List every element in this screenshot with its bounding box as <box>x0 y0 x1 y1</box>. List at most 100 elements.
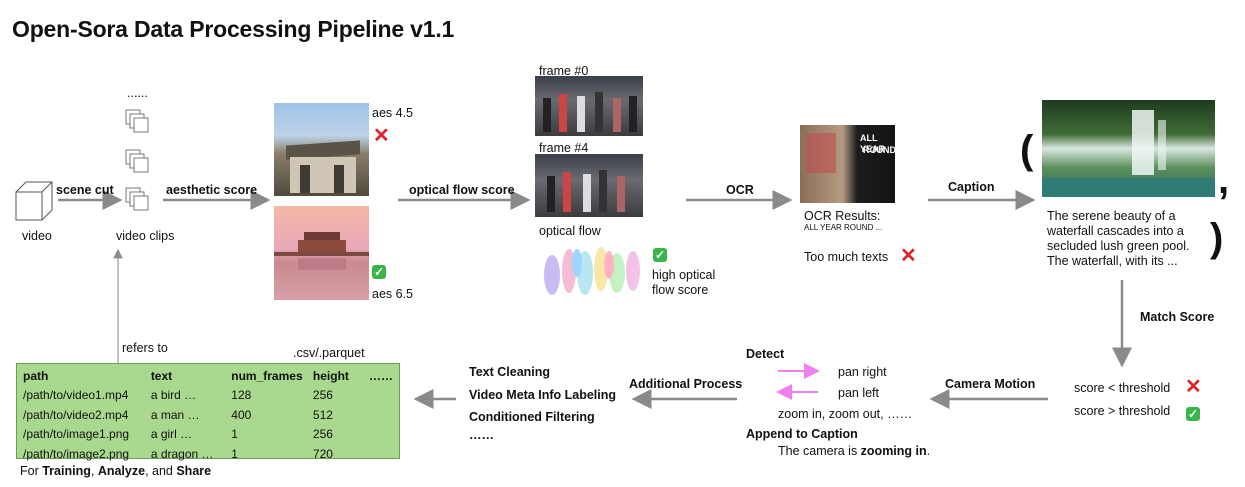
ocr-sign-line1: ALL YEAR <box>860 133 886 154</box>
paren-close: ) <box>1210 216 1224 260</box>
table-header-row: path text num_frames height …… <box>19 366 397 386</box>
score-reject-x-icon: ✕ <box>1185 376 1202 398</box>
col-height: height <box>312 368 349 383</box>
paren-comma: , <box>1218 158 1230 202</box>
table-row: /path/to/image1.png a girl … 1 256 <box>19 425 397 445</box>
footer-usage: For Training, Analyze, and Share <box>20 464 211 479</box>
scene-cut-label: scene cut <box>56 183 114 197</box>
camera-sentence-bold: zooming in <box>860 444 927 458</box>
high-flow-check-icon: ✓ <box>653 248 667 262</box>
process-step-1: Text Cleaning <box>469 365 551 379</box>
optical-flow-visualization <box>544 247 640 295</box>
ocr-sign-line2: ROUND <box>863 145 895 155</box>
metadata-table: path text num_frames height …… /path/to/… <box>19 366 397 464</box>
ocr-results-title: OCR Results: <box>804 209 881 223</box>
table-cell: 256 <box>312 388 333 403</box>
score-high-label: score > threshold <box>1074 404 1171 418</box>
video-cube-icon <box>15 181 53 221</box>
ocr-sample-image: ALL YEAR ROUND <box>800 125 895 203</box>
pan-left-label: pan left <box>838 386 880 400</box>
ocr-reject-x-icon: ✕ <box>900 245 917 267</box>
table-cell <box>365 425 397 445</box>
ocr-label: OCR <box>726 183 754 197</box>
table-cell: 1 <box>231 446 238 461</box>
table-row: /path/to/video1.mp4 a bird … 128 256 <box>19 386 397 406</box>
append-caption-label: Append to Caption <box>746 427 858 441</box>
camera-sentence: The camera is zooming in. <box>778 444 930 459</box>
caption-label: Caption <box>948 180 995 194</box>
score-accept-check-icon: ✓ <box>1186 407 1200 421</box>
footer-share: Share <box>176 464 212 478</box>
paren-open: ( <box>1020 128 1034 172</box>
optical-flow-score-label: optical flow score <box>409 183 515 197</box>
table-row: /path/to/image2.png a dragon … 1 720 <box>19 444 397 464</box>
high-flow-line2: flow score <box>652 283 709 297</box>
table-cell: 400 <box>231 407 252 422</box>
refers-to-label: refers to <box>122 341 168 355</box>
caption-line-1: The serene beauty of a <box>1047 209 1176 223</box>
accept-check-icon: ✓ <box>372 265 386 279</box>
frame4-label: frame #4 <box>539 141 589 155</box>
footer-sep2: , and <box>145 464 177 478</box>
footer-sep1: , <box>90 464 98 478</box>
video-clips-label: video clips <box>116 229 175 243</box>
reject-x-icon: ✕ <box>373 125 390 147</box>
table-row: /path/to/video2.mp4 a man … 400 512 <box>19 405 397 425</box>
high-aesthetic-image <box>274 206 369 300</box>
footer-pre: For <box>20 464 43 478</box>
detect-label: Detect <box>746 347 785 361</box>
table-cell: a bird … <box>150 388 197 403</box>
pan-right-label: pan right <box>838 365 887 379</box>
footer-analyze: Analyze <box>97 464 146 478</box>
caption-line-2: waterfall cascades into a <box>1047 224 1184 238</box>
additional-process-label: Additional Process <box>629 377 743 391</box>
table-cell: 256 <box>312 427 333 442</box>
page-title: Open-Sora Data Processing Pipeline v1.1 <box>12 16 455 42</box>
zoom-text: zoom in, zoom out, …… <box>778 407 913 421</box>
ocr-results-text: ALL YEAR ROUND ... <box>804 223 883 232</box>
camera-motion-label: Camera Motion <box>945 377 1036 391</box>
footer-training: Training <box>42 464 91 478</box>
table-cell: /path/to/image2.png <box>23 446 130 461</box>
table-cell: 720 <box>312 446 333 461</box>
video-label: video <box>22 229 52 243</box>
process-step-2: Video Meta Info Labeling <box>469 388 617 402</box>
aes-high-label: aes 6.5 <box>372 287 414 301</box>
table-cell: /path/to/image1.png <box>23 427 130 442</box>
score-low-label: score < threshold <box>1074 381 1171 395</box>
table-cell <box>365 386 397 406</box>
table-cell: a dragon … <box>150 446 214 461</box>
table-cell: a girl … <box>150 427 193 442</box>
metadata-table-box: path text num_frames height …… /path/to/… <box>16 363 400 461</box>
table-cell: 128 <box>231 388 252 403</box>
col-text: text <box>150 368 173 383</box>
low-aesthetic-image <box>274 103 369 196</box>
aes-low-label: aes 4.5 <box>372 106 414 120</box>
optical-flow-label: optical flow <box>539 224 601 238</box>
caption-line-3: secluded lush green pool. <box>1047 239 1190 253</box>
table-cell <box>365 444 397 464</box>
frame4-image <box>535 154 643 217</box>
process-step-4: …… <box>469 428 494 442</box>
table-cell: 512 <box>312 407 333 422</box>
too-much-texts: Too much texts <box>804 250 889 264</box>
match-score-label: Match Score <box>1140 310 1215 324</box>
table-cell: 1 <box>231 427 238 442</box>
table-cell: a man … <box>150 407 200 422</box>
camera-sentence-post: . <box>926 444 931 458</box>
frame0-image <box>535 76 643 136</box>
video-clips-stack-icon <box>125 109 149 211</box>
high-flow-line1: high optical <box>652 268 716 282</box>
table-cell <box>365 405 397 425</box>
process-step-3: Conditioned Filtering <box>469 410 595 424</box>
waterfall-image <box>1042 100 1215 197</box>
aesthetic-score-label: aesthetic score <box>166 183 258 197</box>
file-format-label: .csv/.parquet <box>293 346 365 360</box>
table-cell: /path/to/video2.mp4 <box>23 407 129 422</box>
camera-sentence-pre: The camera is <box>778 444 861 458</box>
col-more: …… <box>369 368 393 383</box>
frame0-label: frame #0 <box>539 64 589 78</box>
table-cell: /path/to/video1.mp4 <box>23 388 129 403</box>
caption-line-4: The waterfall, with its ... <box>1047 254 1178 268</box>
